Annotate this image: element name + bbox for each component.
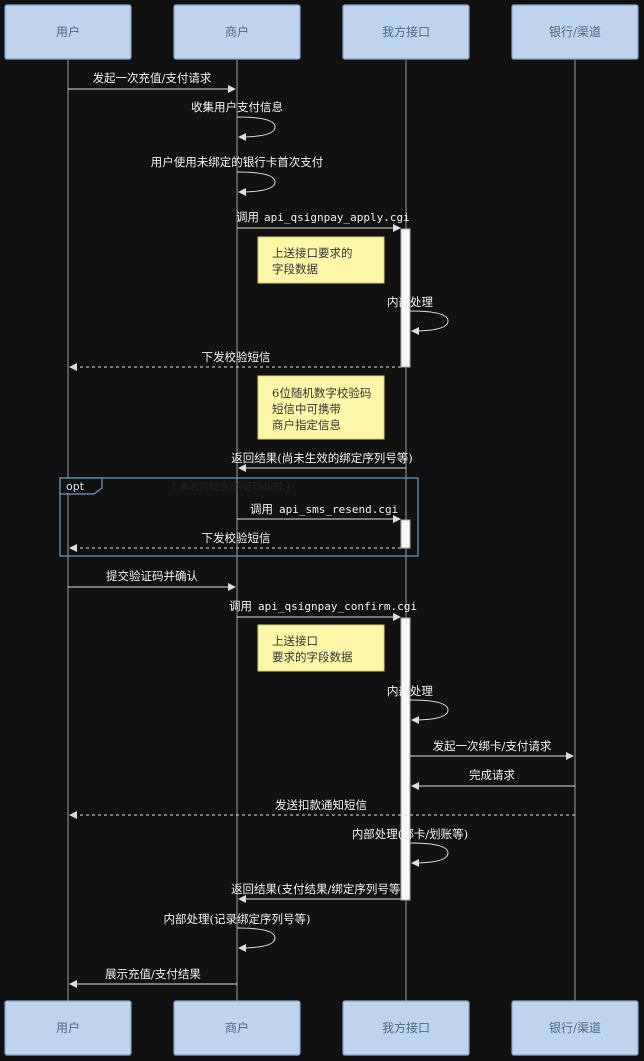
activation-bar bbox=[400, 228, 411, 368]
message-label: 下发校验短信 bbox=[202, 531, 271, 545]
message-label: 内部处理 bbox=[387, 684, 433, 698]
note-line: 上送接口 bbox=[272, 634, 318, 648]
participant-label: 我方接口 bbox=[382, 24, 430, 39]
participant-label: 银行/渠道 bbox=[549, 1021, 601, 1035]
message-label: 发起一次充值/支付请求 bbox=[93, 71, 212, 85]
note-line: 要求的字段数据 bbox=[272, 650, 353, 664]
message-label: 内部处理 bbox=[387, 295, 433, 309]
activation-bar bbox=[400, 617, 411, 901]
self-message: 内部处理(绑卡/划账等) bbox=[352, 827, 468, 867]
self-message: 内部处理 bbox=[387, 295, 449, 335]
participant-label: 用户 bbox=[56, 24, 80, 39]
note-line: 字段数据 bbox=[272, 262, 318, 276]
opt-frame: opt [ 未收到短信/验证码超时 ] bbox=[59, 477, 419, 557]
message-arrow: 展示充值/支付结果 bbox=[69, 967, 237, 988]
self-message: 收集用户支付信息 bbox=[191, 100, 283, 141]
participant-merchant-top: 商户 bbox=[173, 4, 301, 60]
message-label: 完成请求 bbox=[469, 768, 515, 782]
message-arrow: 发起一次充值/支付请求 bbox=[68, 71, 236, 93]
self-message: 内部处理 bbox=[387, 684, 449, 724]
message-label: 提交验证码并确认 bbox=[106, 569, 198, 583]
message-label: 调用 bbox=[236, 210, 259, 224]
message-label: 内部处理(记录绑定序列号等) bbox=[164, 912, 311, 926]
activation-bar bbox=[400, 519, 411, 549]
message-label: 返回结果(支付结果/绑定序列号等) bbox=[231, 882, 405, 896]
message-label: api_qsignpay_apply.cgi bbox=[264, 211, 410, 224]
participant-bank-bottom: 银行/渠道 bbox=[511, 1000, 639, 1056]
message-label: api_sms_resend.cgi bbox=[279, 503, 398, 516]
participant-label: 银行/渠道 bbox=[549, 25, 601, 39]
message-arrow: 调用 api_qsignpay_confirm.cgi bbox=[229, 599, 417, 621]
message-arrow: 调用 api_sms_resend.cgi bbox=[237, 502, 401, 523]
message-label: 内部处理(绑卡/划账等) bbox=[352, 827, 468, 841]
participant-label: 商户 bbox=[225, 1020, 249, 1035]
message-label: 发起一次绑卡/支付请求 bbox=[433, 739, 552, 753]
return-arrow: 下发校验短信 bbox=[69, 350, 401, 371]
note-line: 上送接口要求的 bbox=[272, 246, 353, 260]
note: 上送接口 要求的字段数据 bbox=[257, 624, 385, 672]
message-label: 调用 bbox=[250, 502, 273, 516]
participant-user-top: 用户 bbox=[4, 4, 132, 60]
message-label: 用户使用未绑定的银行卡首次支付 bbox=[151, 155, 324, 169]
message-label: 调用 bbox=[229, 599, 252, 613]
participant-bank-top: 银行/渠道 bbox=[511, 4, 639, 60]
message-arrow: 返回结果(尚未生效的绑定序列号等) bbox=[231, 451, 413, 472]
message-label: 展示充值/支付结果 bbox=[105, 967, 201, 981]
return-arrow: 下发校验短信 bbox=[69, 531, 401, 552]
message-arrow: 提交验证码并确认 bbox=[68, 569, 236, 591]
message-arrow: 调用 api_qsignpay_apply.cgi bbox=[236, 210, 410, 232]
participant-label: 商户 bbox=[225, 24, 249, 39]
return-arrow: 发送扣款通知短信 bbox=[69, 798, 575, 819]
message-label: 下发校验短信 bbox=[202, 350, 271, 364]
note-line: 商户指定信息 bbox=[272, 418, 341, 432]
participant-our-api-top: 我方接口 bbox=[342, 4, 470, 60]
message-arrow: 发起一次绑卡/支付请求 bbox=[410, 739, 574, 760]
message-arrow: 返回结果(支付结果/绑定序列号等) bbox=[231, 882, 405, 903]
note: 上送接口要求的 字段数据 bbox=[257, 236, 385, 284]
participant-merchant-bottom: 商户 bbox=[173, 1000, 301, 1056]
participant-user-bottom: 用户 bbox=[4, 1000, 132, 1056]
note-line: 6位随机数字校验码 bbox=[272, 386, 371, 400]
message-label: 发送扣款通知短信 bbox=[275, 798, 367, 812]
message-label: 返回结果(尚未生效的绑定序列号等) bbox=[231, 451, 412, 465]
message-label: 收集用户支付信息 bbox=[191, 100, 283, 114]
participant-our-api-bottom: 我方接口 bbox=[342, 1000, 470, 1056]
message-arrow: 完成请求 bbox=[411, 768, 575, 790]
participant-label: 我方接口 bbox=[382, 1020, 430, 1035]
opt-condition: [ 未收到短信/验证码超时 ] bbox=[172, 480, 290, 493]
participant-label: 用户 bbox=[56, 1020, 80, 1035]
self-message: 用户使用未绑定的银行卡首次支付 bbox=[151, 155, 324, 196]
note: 6位随机数字校验码 短信中可携带 商户指定信息 bbox=[257, 375, 385, 440]
message-label: api_qsignpay_confirm.cgi bbox=[258, 600, 417, 613]
note-line: 短信中可携带 bbox=[272, 402, 341, 416]
self-message: 内部处理(记录绑定序列号等) bbox=[164, 912, 311, 952]
opt-tag: opt bbox=[66, 480, 85, 493]
